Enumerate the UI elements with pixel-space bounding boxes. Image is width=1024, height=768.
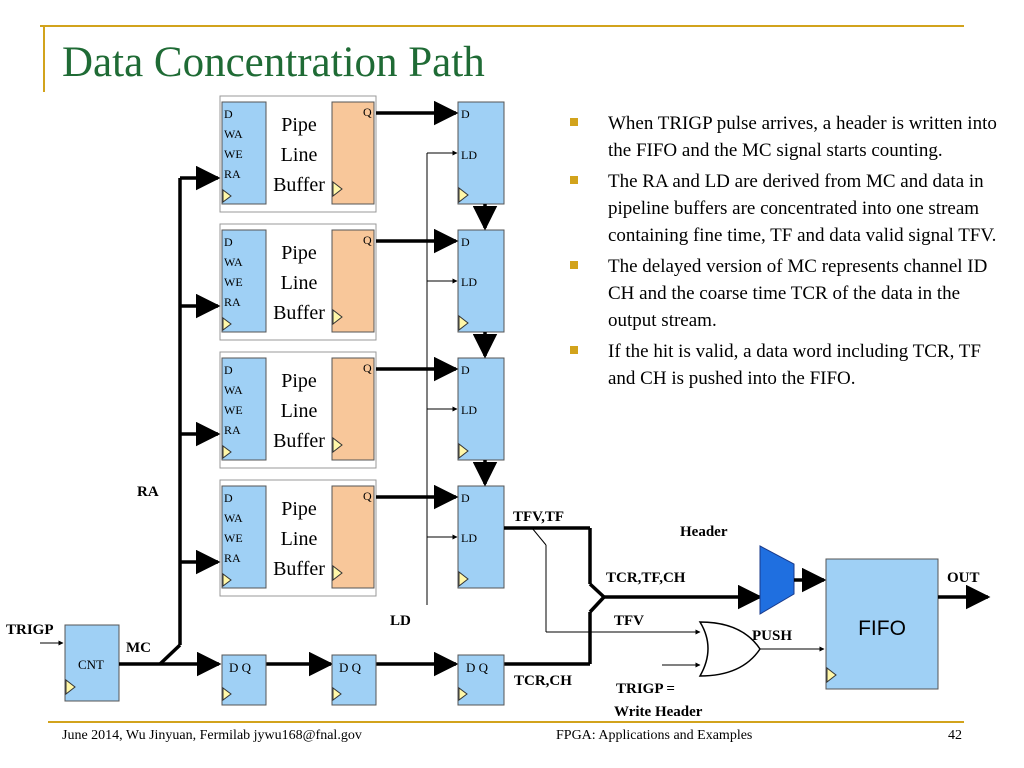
pin-we: WE xyxy=(224,275,243,289)
pin-ra: RA xyxy=(224,167,241,181)
cnt-counter: CNT xyxy=(64,624,120,702)
load-register-2: D LD xyxy=(457,229,505,333)
pipe-line-buffer-1: D WA WE RA Pipe Line Buffer Q xyxy=(219,95,377,213)
buffer-label-line: Line xyxy=(281,528,318,550)
ra-label: RA xyxy=(137,484,159,500)
dq-label: D Q xyxy=(339,660,362,675)
pin-we: WE xyxy=(224,147,243,161)
tcr-tf-ch-label: TCR,TF,CH xyxy=(606,570,686,586)
bullet-item: The RA and LD are derived from MC and da… xyxy=(568,168,998,249)
buffer-label-buffer: Buffer xyxy=(273,430,325,452)
ra-bus xyxy=(158,165,221,666)
pin-q: Q xyxy=(363,105,372,119)
trigp-label: TRIGP xyxy=(6,622,54,638)
buffer-label-pipe: Pipe xyxy=(281,114,317,136)
bullet-text: The delayed version of MC represents cha… xyxy=(608,256,988,331)
pin-ra: RA xyxy=(224,295,241,309)
pin-wa: WA xyxy=(224,255,243,269)
ld-label: LD xyxy=(390,613,411,629)
pin-we: WE xyxy=(224,531,243,545)
ld-bus xyxy=(426,150,458,605)
pin-ra: RA xyxy=(224,551,241,565)
bullet-item: If the hit is valid, a data word includi… xyxy=(568,338,998,392)
pin-we: WE xyxy=(224,403,243,417)
reg-pin-ld: LD xyxy=(461,531,477,545)
trigp-write-label-1: TRIGP = xyxy=(616,681,675,697)
fifo-block: FIFO xyxy=(825,558,939,690)
load-register-4: D LD xyxy=(457,485,505,589)
fifo-label: FIFO xyxy=(858,617,906,640)
dq-register-2: D Q xyxy=(331,654,377,706)
bullet-marker-icon xyxy=(570,261,578,269)
pin-d: D xyxy=(224,491,233,505)
tfv-tf-label: TFV,TF xyxy=(513,509,564,525)
bullet-list: When TRIGP pulse arrives, a header is wr… xyxy=(568,110,998,396)
bullet-item: When TRIGP pulse arrives, a header is wr… xyxy=(568,110,998,164)
reg-pin-d: D xyxy=(461,491,470,505)
bullet-text: If the hit is valid, a data word includi… xyxy=(608,341,981,389)
cnt-label: CNT xyxy=(78,657,104,672)
dq-label: D Q xyxy=(229,660,252,675)
buffer-label-buffer: Buffer xyxy=(273,302,325,324)
pin-q: Q xyxy=(363,361,372,375)
bullet-marker-icon xyxy=(570,346,578,354)
page-number: 42 xyxy=(948,728,962,743)
bullet-item: The delayed version of MC represents cha… xyxy=(568,253,998,334)
footer-course: FPGA: Applications and Examples xyxy=(556,728,753,743)
buffer-label-buffer: Buffer xyxy=(273,558,325,580)
reg-pin-d: D xyxy=(461,107,470,121)
mc-label: MC xyxy=(126,640,151,656)
bullet-marker-icon xyxy=(570,176,578,184)
dq-register-3: D Q xyxy=(457,654,505,706)
buffer-label-line: Line xyxy=(281,144,318,166)
reg-pin-ld: LD xyxy=(461,403,477,417)
buffer-label-buffer: Buffer xyxy=(273,174,325,196)
trigp-write-label-2: Write Header xyxy=(614,704,703,720)
reg-pin-ld: LD xyxy=(461,275,477,289)
header-label: Header xyxy=(680,524,728,540)
pin-wa: WA xyxy=(224,127,243,141)
footer-author: June 2014, Wu Jinyuan, Fermilab jywu168@… xyxy=(62,728,362,743)
reg-pin-d: D xyxy=(461,363,470,377)
buffer-label-line: Line xyxy=(281,400,318,422)
tfv-wire xyxy=(531,527,701,668)
out-label: OUT xyxy=(947,570,980,586)
pipe-line-buffer-2: D WA WE RA Pipe Line Buffer Q xyxy=(219,223,377,341)
pin-wa: WA xyxy=(224,383,243,397)
push-label: PUSH xyxy=(752,628,792,644)
header-mux xyxy=(759,545,795,615)
pipe-line-buffer-4: D WA WE RA Pipe Line Buffer Q xyxy=(219,479,377,597)
buffer-label-pipe: Pipe xyxy=(281,370,317,392)
dq-register-1: D Q xyxy=(221,654,267,706)
bullet-text: The RA and LD are derived from MC and da… xyxy=(608,171,997,246)
pin-q: Q xyxy=(363,489,372,503)
tfv-label: TFV xyxy=(614,613,644,629)
buffer-label-pipe: Pipe xyxy=(281,498,317,520)
bullet-text: When TRIGP pulse arrives, a header is wr… xyxy=(608,113,997,161)
mc-bus xyxy=(119,612,592,677)
load-register-3: D LD xyxy=(457,357,505,461)
tcr-ch-label: TCR,CH xyxy=(514,673,572,689)
dq-label: D Q xyxy=(466,660,489,675)
reg-pin-ld: LD xyxy=(461,148,477,162)
slide-title: Data Concentration Path xyxy=(62,39,485,86)
buffer-label-line: Line xyxy=(281,272,318,294)
pin-wa: WA xyxy=(224,511,243,525)
pin-d: D xyxy=(224,107,233,121)
pin-d: D xyxy=(224,363,233,377)
pin-d: D xyxy=(224,235,233,249)
pin-q: Q xyxy=(363,233,372,247)
load-register-1: D LD xyxy=(457,101,505,205)
tfv-tf-bus xyxy=(504,526,763,614)
bullet-marker-icon xyxy=(570,118,578,126)
or-gate xyxy=(698,621,761,677)
pipe-line-buffer-3: D WA WE RA Pipe Line Buffer Q xyxy=(219,351,377,469)
q-to-d-wires xyxy=(376,100,459,510)
reg-pin-d: D xyxy=(461,235,470,249)
buffer-label-pipe: Pipe xyxy=(281,242,317,264)
pin-ra: RA xyxy=(224,423,241,437)
